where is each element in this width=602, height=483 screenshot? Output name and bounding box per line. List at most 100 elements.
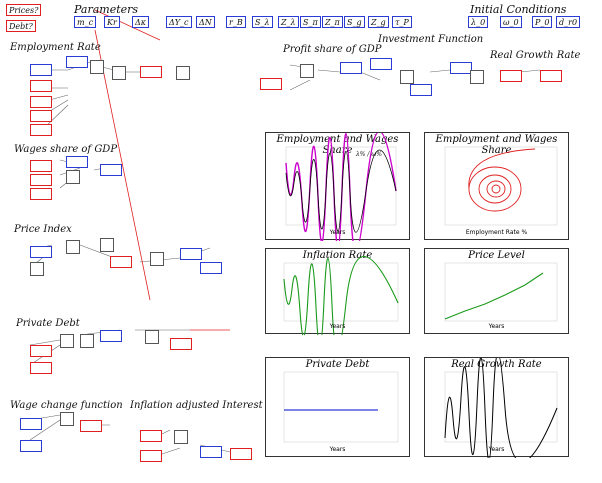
model-block-18[interactable] [66,240,80,254]
model-block-12[interactable] [30,188,52,200]
model-block-17[interactable] [30,262,44,276]
model-block-36[interactable] [140,450,162,462]
chart-plot [285,133,397,241]
model-block-46[interactable] [450,62,472,74]
x-axis-label: Years [488,323,505,330]
model-block-42[interactable] [340,62,362,74]
model-block-20[interactable] [110,256,132,268]
parameter-10[interactable]: S_g [344,16,365,28]
model-block-21[interactable] [150,252,164,266]
model-block-35[interactable] [140,430,162,442]
chart-plot [283,371,399,443]
parameter-0[interactable]: m_c [74,16,97,28]
chart-title: Inflation Rate [302,250,373,261]
wage-change-heading: Wage change function [10,400,123,411]
model-block-49[interactable] [540,70,562,82]
model-block-0[interactable] [30,64,52,76]
model-block-39[interactable] [230,448,252,460]
model-block-29[interactable] [145,330,159,344]
model-block-5[interactable] [66,56,88,68]
chart-inflation[interactable]: Inflation Rate Years [265,248,410,335]
model-block-10[interactable] [30,160,52,172]
chart-phase[interactable]: Employment and Wages Share Employment Ra… [424,132,569,240]
debt-toggle[interactable]: Debt? [6,20,36,32]
model-block-45[interactable] [410,84,432,96]
chart-real-growth[interactable]: Real Growth Rate Years [424,357,569,458]
chart-title: Price Level [468,250,525,261]
debt-toggle-label: Debt? [9,22,33,31]
model-block-27[interactable] [80,334,94,348]
x-axis-label: Years [329,229,346,236]
chart-title: Private Debt [305,359,370,370]
model-block-11[interactable] [30,174,52,186]
x-axis-label: Years [488,446,505,453]
parameter-9[interactable]: Z_π [322,16,343,28]
investment-heading: Investment Function [378,34,484,45]
model-block-1[interactable] [30,80,52,92]
employment-rate-heading: Employment Rate [10,42,101,53]
x-axis-label: Employment Rate % [465,229,528,236]
parameter-8[interactable]: S_π [300,16,321,28]
initial-1[interactable]: ω_0 [500,16,522,28]
private-debt-heading: Private Debt [16,318,80,329]
model-block-6[interactable] [90,60,104,74]
parameter-2[interactable]: Δκ [132,16,150,28]
model-block-43[interactable] [370,58,392,70]
model-block-34[interactable] [80,420,102,432]
model-block-7[interactable] [112,66,126,80]
model-block-41[interactable] [300,64,314,78]
model-block-8[interactable] [140,66,162,78]
chart-private-debt[interactable]: Private Debt Years [265,357,410,457]
model-block-24[interactable] [30,345,52,357]
chart-employment-wages[interactable]: Employment and Wages Share λ% / ω% Years [265,132,410,241]
model-block-47[interactable] [470,70,484,84]
parameter-7[interactable]: Z_λ [278,16,299,28]
initial-2[interactable]: P_0 [532,16,553,28]
model-block-38[interactable] [200,446,222,458]
model-block-14[interactable] [66,170,80,184]
wages-share-heading: Wages share of GDP [14,144,118,155]
initial-0[interactable]: λ_0 [468,16,489,28]
model-block-44[interactable] [400,70,414,84]
model-block-48[interactable] [500,70,522,82]
model-block-40[interactable] [260,78,282,90]
real-growth-heading: Real Growth Rate [490,50,581,61]
model-block-23[interactable] [200,262,222,274]
model-block-33[interactable] [60,412,74,426]
prices-toggle-label: Prices? [9,6,39,15]
model-block-26[interactable] [60,334,74,348]
initial-conditions-heading: Initial Conditions [470,3,567,16]
chart-title: Real Growth Rate [451,359,542,370]
model-block-15[interactable] [100,164,122,176]
x-axis-label: Years [329,446,346,453]
model-block-30[interactable] [170,338,192,350]
model-block-31[interactable] [20,418,42,430]
prices-toggle[interactable]: Prices? [6,4,42,16]
model-block-19[interactable] [100,238,114,252]
model-block-4[interactable] [30,124,52,136]
model-block-2[interactable] [30,96,52,108]
parameter-12[interactable]: τ_P [392,16,412,28]
model-block-28[interactable] [100,330,122,342]
legend: λ% / ω% [356,151,382,158]
model-block-9[interactable] [176,66,190,80]
model-block-25[interactable] [30,362,52,374]
model-block-37[interactable] [174,430,188,444]
parameter-3[interactable]: ΔY_c [166,16,192,28]
parameter-5[interactable]: r_B [226,16,246,28]
model-block-32[interactable] [20,440,42,452]
model-block-16[interactable] [30,246,52,258]
model-block-22[interactable] [180,248,202,260]
chart-plot [283,256,399,335]
model-block-3[interactable] [30,110,52,122]
inflation-interest-heading: Inflation adjusted Interest Rate [130,400,290,411]
chart-price-level[interactable]: Price Level Years [424,248,569,334]
profit-share-heading: Profit share of GDP [283,44,382,55]
chart-plot [444,262,558,322]
parameter-1[interactable]: Kr [104,16,120,28]
initial-3[interactable]: d_r0 [556,16,581,28]
parameter-4[interactable]: ΔN [196,16,215,28]
parameter-11[interactable]: Z_g [368,16,389,28]
model-block-13[interactable] [66,156,88,168]
parameter-6[interactable]: S_λ [252,16,273,28]
